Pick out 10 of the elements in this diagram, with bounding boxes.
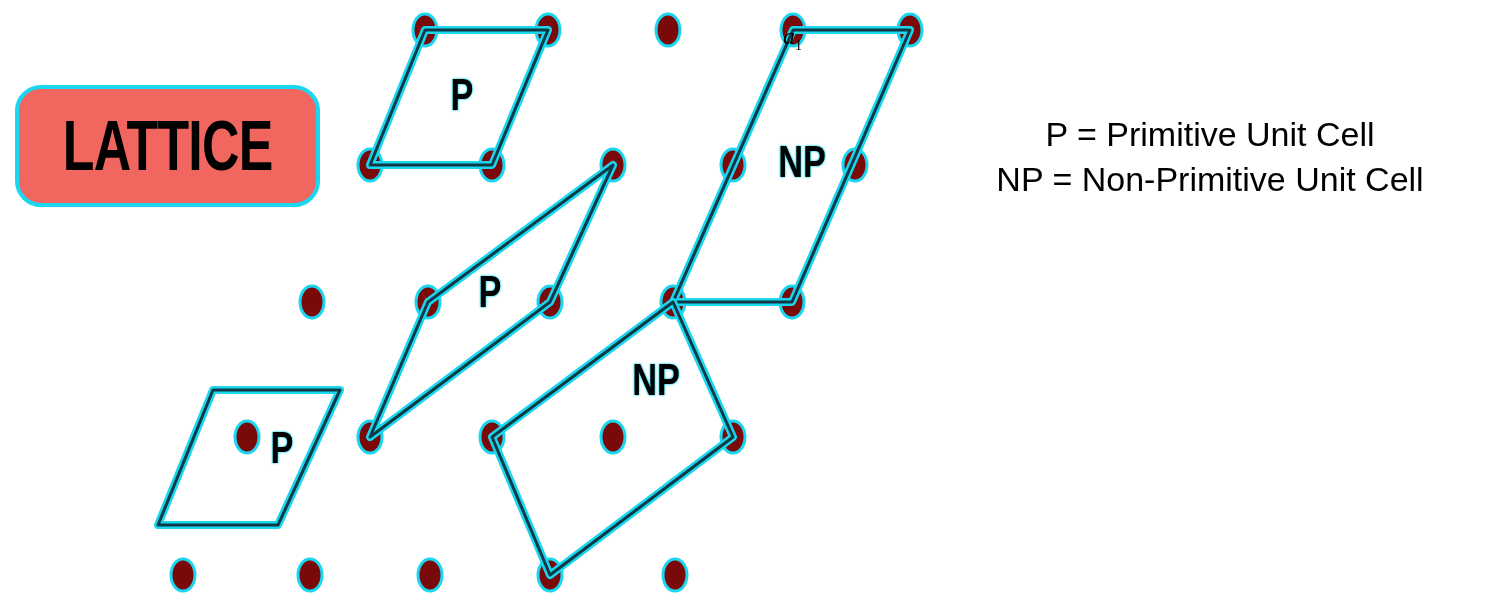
- lattice-vector-symbol: a$_{1}$: [783, 24, 802, 53]
- definition-text: P = Primitive Unit Cell: [1045, 114, 1375, 155]
- definition-text: NP = Non-Primitive Unit Cell: [996, 159, 1424, 200]
- title-text: LATTICE: [62, 111, 273, 181]
- cell-label: NP: [632, 358, 680, 402]
- cell-label: P: [450, 73, 474, 117]
- title-badge: [15, 85, 320, 207]
- cell-label: NP: [778, 140, 826, 184]
- cell-label: P: [270, 426, 294, 470]
- cell-label: P: [478, 270, 502, 314]
